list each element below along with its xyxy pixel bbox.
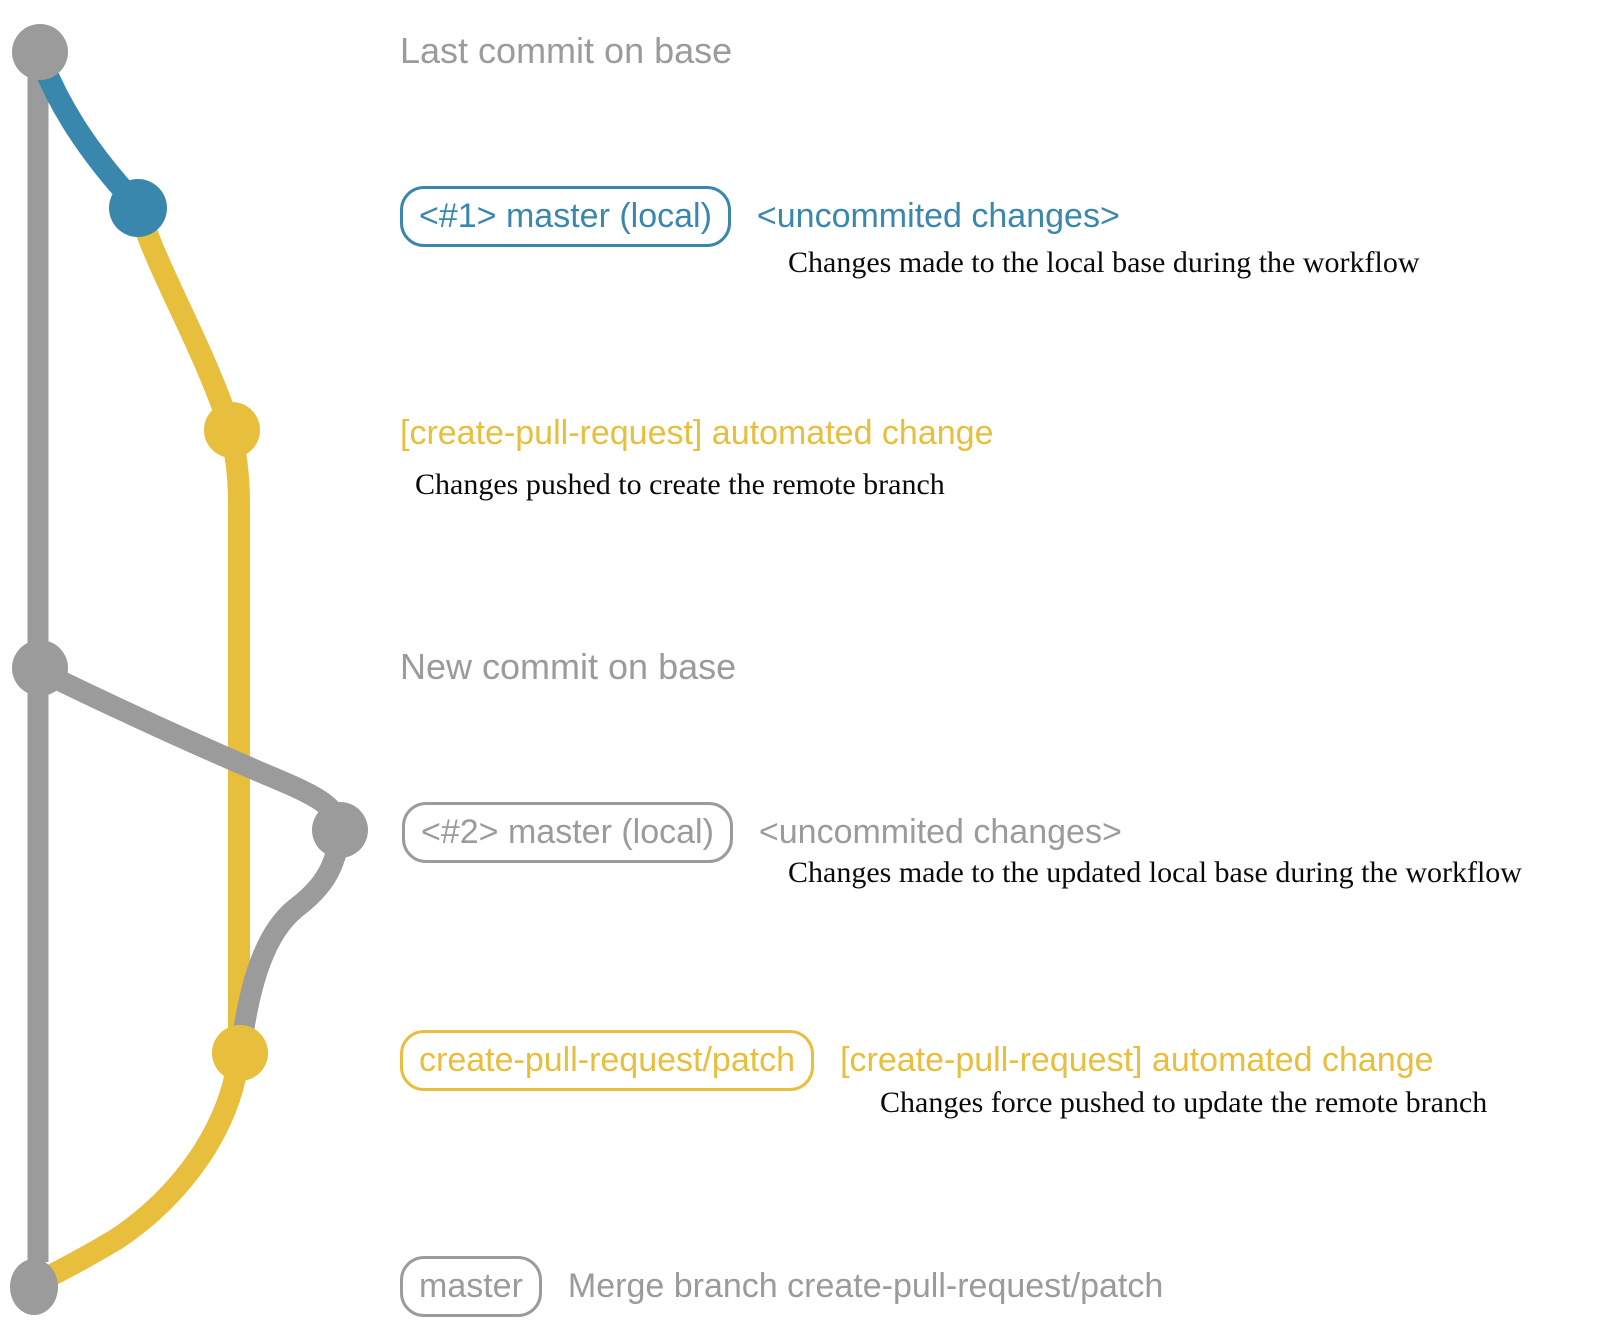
commit-dot-local-2 — [312, 802, 368, 858]
label-new-commit-on-base: New commit on base — [400, 646, 737, 687]
commit-dot-patch-2 — [212, 1025, 268, 1081]
branch-badge-master: master — [400, 1256, 542, 1318]
patch-2-note: Changes force pushed to update the remot… — [880, 1086, 1488, 1119]
patch-branch-curve — [27, 203, 250, 1293]
label-last-commit-on-base: Last commit on base — [400, 30, 733, 71]
patch-2-message: [create-pull-request] automated change — [840, 1041, 1434, 1080]
row-merge: master Merge branch create-pull-request/… — [400, 1256, 1164, 1318]
commit-2-note: Changes made to the updated local base d… — [788, 856, 1522, 889]
commit-1-note: Changes made to the local base during th… — [788, 246, 1420, 279]
branch-badge-master-local-1: <#1> master (local) — [400, 186, 731, 248]
commit-dot-merge — [10, 1259, 58, 1315]
rebase-curve — [31, 661, 351, 841]
commit-dot-last-base — [12, 24, 68, 80]
branch-badge-create-pull-request-patch: create-pull-request/patch — [400, 1030, 815, 1092]
merge-message: Merge branch create-pull-request/patch — [567, 1267, 1164, 1306]
branch-badge-master-local-2: <#2> master (local) — [402, 802, 733, 864]
commit-dot-local-1 — [109, 179, 167, 237]
row-patch-2: create-pull-request/patch [create-pull-r… — [400, 1030, 1434, 1092]
patch-1-note: Changes pushed to create the remote bran… — [415, 468, 945, 501]
row-commit-1: <#1> master (local) <uncommited changes> — [400, 186, 1120, 248]
commit-2-message: <uncommited changes> — [758, 813, 1122, 852]
patch-1-message: [create-pull-request] automated change — [400, 414, 994, 452]
commit-dot-patch-1 — [204, 402, 260, 458]
commit-graph — [10, 24, 368, 1315]
force-push-curve — [230, 821, 351, 1059]
commit-dot-new-base — [12, 640, 68, 696]
row-commit-2: <#2> master (local) <uncommited changes> — [402, 802, 1122, 864]
commit-1-message: <uncommited changes> — [756, 197, 1120, 236]
local-changes-curve — [31, 51, 147, 215]
